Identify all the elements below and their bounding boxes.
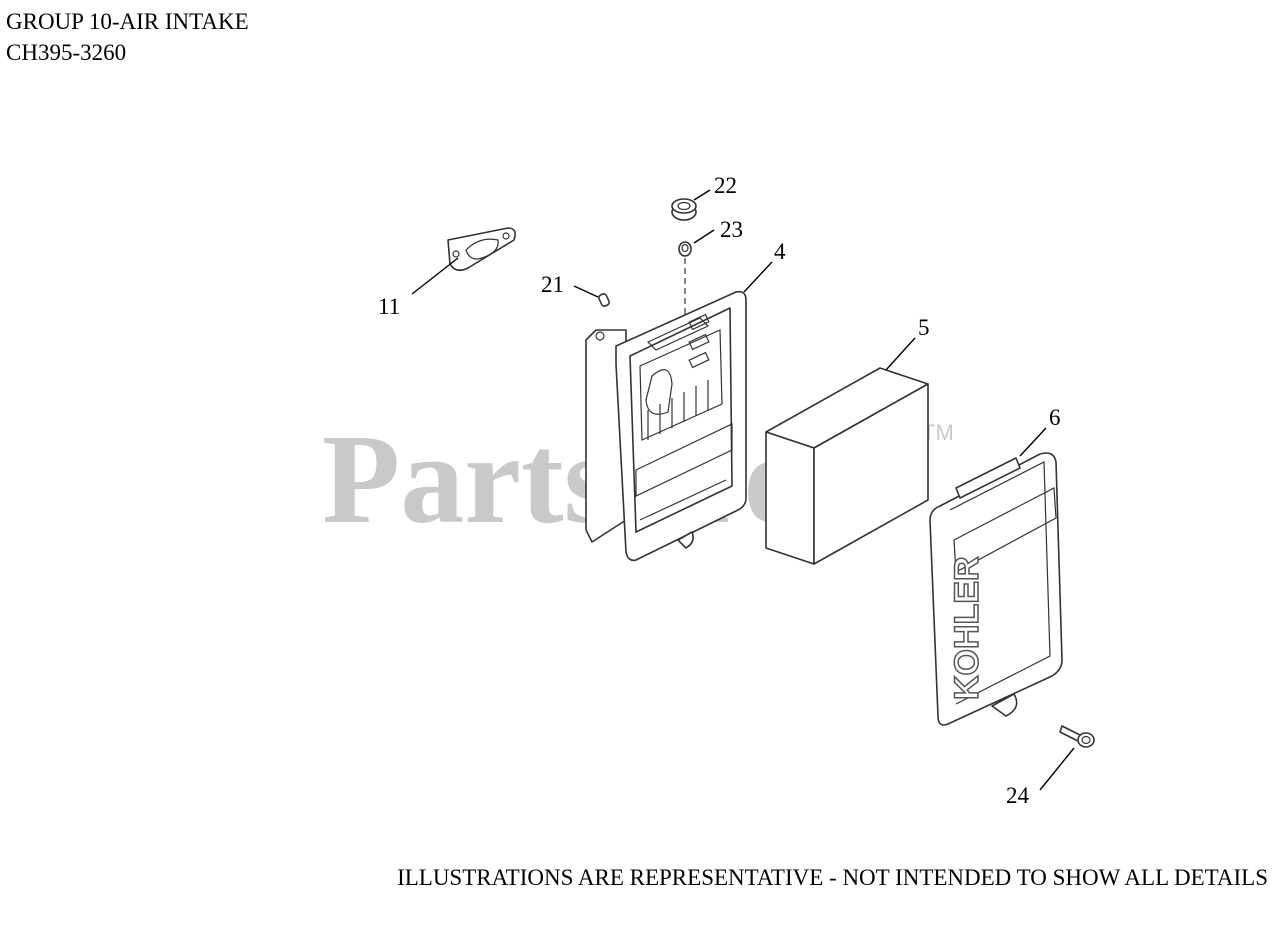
leader-line-21 — [573, 285, 599, 298]
air-cleaner-base-part-4[interactable] — [585, 290, 747, 562]
leader-line-5 — [885, 337, 916, 371]
grommet-part-22[interactable] — [671, 198, 697, 221]
callout-4[interactable]: 4 — [774, 239, 786, 264]
kohler-logo-text: KOHLER — [948, 556, 986, 700]
group-title: GROUP 10-AIR INTAKE — [6, 9, 249, 34]
gasket-part-11[interactable] — [447, 227, 516, 272]
air-cleaner-cover-part-6[interactable]: KOHLER — [929, 452, 1063, 726]
callout-6[interactable]: 6 — [1049, 405, 1061, 430]
leader-line-24 — [1039, 747, 1075, 791]
bolt-part-24[interactable] — [1059, 725, 1095, 748]
callout-11[interactable]: 11 — [378, 294, 400, 319]
leader-line-4 — [743, 261, 773, 293]
pin-part-21[interactable] — [598, 293, 610, 307]
filter-element-part-5[interactable] — [765, 367, 929, 565]
nut-part-23[interactable] — [678, 241, 692, 257]
leader-line-23 — [693, 229, 715, 244]
callout-5[interactable]: 5 — [918, 315, 930, 340]
page-header: GROUP 10-AIR INTAKE CH395-3260 — [6, 6, 249, 68]
model-number: CH395-3260 — [6, 40, 127, 65]
callout-23[interactable]: 23 — [720, 217, 743, 242]
callout-22[interactable]: 22 — [714, 173, 737, 198]
leader-line-6 — [1019, 427, 1047, 457]
callout-21[interactable]: 21 — [541, 272, 564, 297]
leader-line-22 — [693, 189, 711, 201]
disclaimer-text: ILLUSTRATIONS ARE REPRESENTATIVE - NOT I… — [397, 865, 1268, 890]
leader-line-11 — [411, 257, 459, 295]
callout-24[interactable]: 24 — [1006, 783, 1030, 808]
